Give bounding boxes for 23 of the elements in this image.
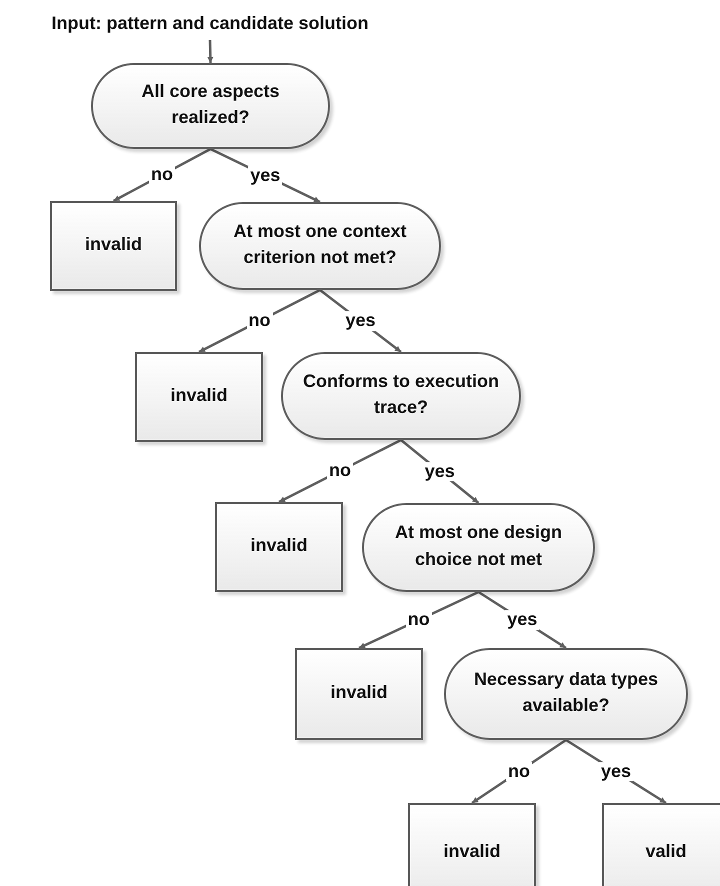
decision-box: Necessary data types available? bbox=[444, 648, 688, 740]
result-box: valid bbox=[602, 803, 720, 886]
result-box: invalid bbox=[50, 201, 177, 291]
decision-box: Conforms to execution trace? bbox=[281, 352, 521, 440]
result-box: invalid bbox=[408, 803, 536, 886]
edge-label: yes bbox=[598, 762, 634, 782]
input-label: Input: pattern and candidate solution bbox=[10, 8, 410, 38]
edge-label: no bbox=[149, 165, 175, 185]
result-box: invalid bbox=[295, 648, 423, 740]
result-box: invalid bbox=[135, 352, 263, 442]
edge-label: yes bbox=[248, 166, 282, 186]
edge-label: yes bbox=[343, 311, 378, 331]
arrow bbox=[207, 40, 214, 64]
edge-label: no bbox=[406, 610, 432, 630]
edge-label: no bbox=[327, 461, 353, 481]
edge-label: no bbox=[246, 311, 272, 331]
edge-label: no bbox=[506, 762, 532, 782]
edge-label: yes bbox=[505, 610, 540, 630]
decision-box: At most one design choice not met bbox=[362, 503, 595, 592]
decision-box: All core aspects realized? bbox=[91, 63, 330, 149]
result-box: invalid bbox=[215, 502, 343, 592]
edge-label: yes bbox=[422, 462, 457, 482]
decision-box: At most one context criterion not met? bbox=[199, 202, 441, 290]
